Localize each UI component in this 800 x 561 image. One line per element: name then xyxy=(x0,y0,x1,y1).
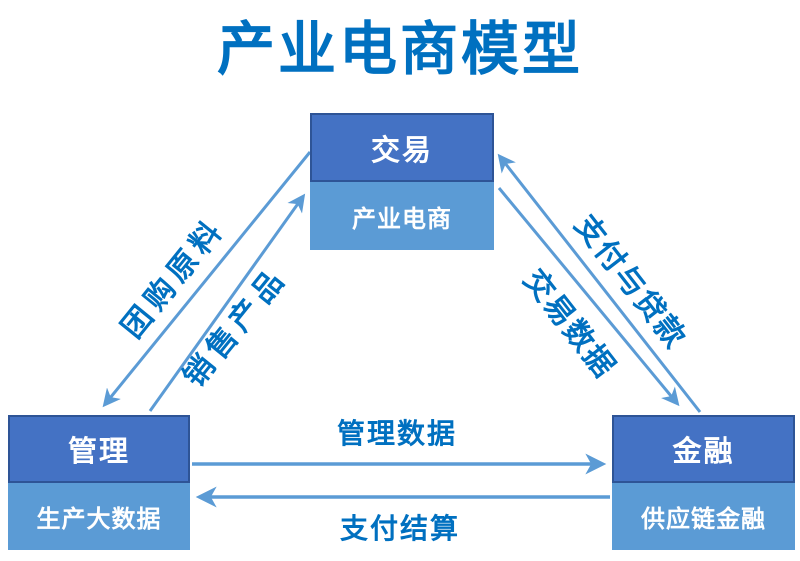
node-management-subheader: 生产大数据 xyxy=(8,483,190,550)
node-management-header: 管理 xyxy=(8,415,190,483)
node-finance-subheader: 供应链金融 xyxy=(612,483,795,550)
node-management-label: 管理 xyxy=(67,436,130,468)
node-trade: 交易 产业电商 xyxy=(310,113,494,250)
node-finance-label: 金融 xyxy=(672,436,735,468)
node-trade-sublabel: 产业电商 xyxy=(352,205,452,233)
arrow-group-purchase xyxy=(102,151,312,408)
node-trade-header: 交易 xyxy=(310,113,494,182)
edge-label-payment-settlement: 支付结算 xyxy=(339,513,461,544)
node-management: 管理 生产大数据 xyxy=(8,415,190,550)
arrow-payment-loans xyxy=(497,153,702,413)
node-finance: 金融 供应链金融 xyxy=(612,415,795,550)
node-finance-header: 金融 xyxy=(612,415,795,483)
arrow-sell-products xyxy=(148,193,306,412)
node-trade-subheader: 产业电商 xyxy=(310,182,494,250)
node-trade-label: 交易 xyxy=(370,134,433,167)
edge-label-management-data: 管理数据 xyxy=(336,418,458,449)
node-finance-sublabel: 供应链金融 xyxy=(641,506,766,533)
arrow-trade-data xyxy=(497,187,680,407)
diagram-title: 产业电商模型 xyxy=(216,17,583,82)
node-management-sublabel: 生产大数据 xyxy=(36,506,162,533)
